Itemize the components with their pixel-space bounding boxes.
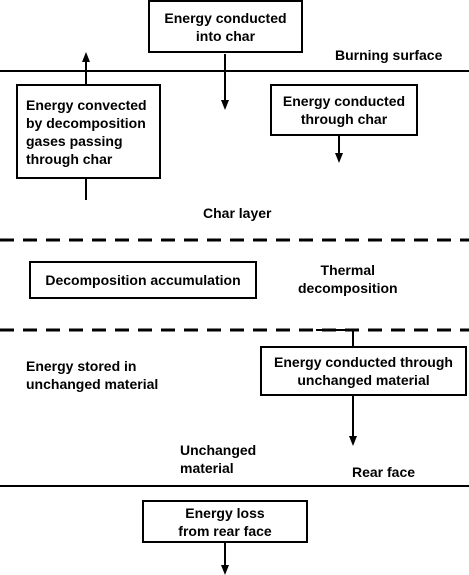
arrowhead-through-unchanged <box>349 436 357 446</box>
label-rear-face: Rear face <box>352 464 416 480</box>
box-decomposition-accumulation: Decomposition accumulation <box>29 261 257 299</box>
box-energy-convected: Energy convected by decomposition gases … <box>16 84 161 179</box>
box-energy-stored: Energy stored in unchanged material <box>16 346 168 403</box>
connector-unchanged <box>316 329 354 346</box>
box-energy-through-char: Energy conducted through char <box>270 84 418 136</box>
label-burning-surface: Burning surface <box>335 47 443 63</box>
arrowhead-through-char <box>335 153 343 163</box>
box-energy-into-char: Energy conducted into char <box>148 0 303 53</box>
label-unchanged-material: Unchanged material <box>180 442 257 476</box>
arrowhead-rear-loss <box>221 565 229 575</box>
label-char-layer: Char layer <box>203 205 272 221</box>
label-thermal-decomposition: Thermal decomposition <box>298 262 398 296</box>
arrowhead-into-char <box>221 100 229 110</box>
box-energy-loss-rear: Energy loss from rear face <box>142 500 308 543</box>
box-energy-through-unchanged: Energy conducted through unchanged mater… <box>260 346 467 396</box>
arrowhead-convected-up <box>82 52 90 62</box>
